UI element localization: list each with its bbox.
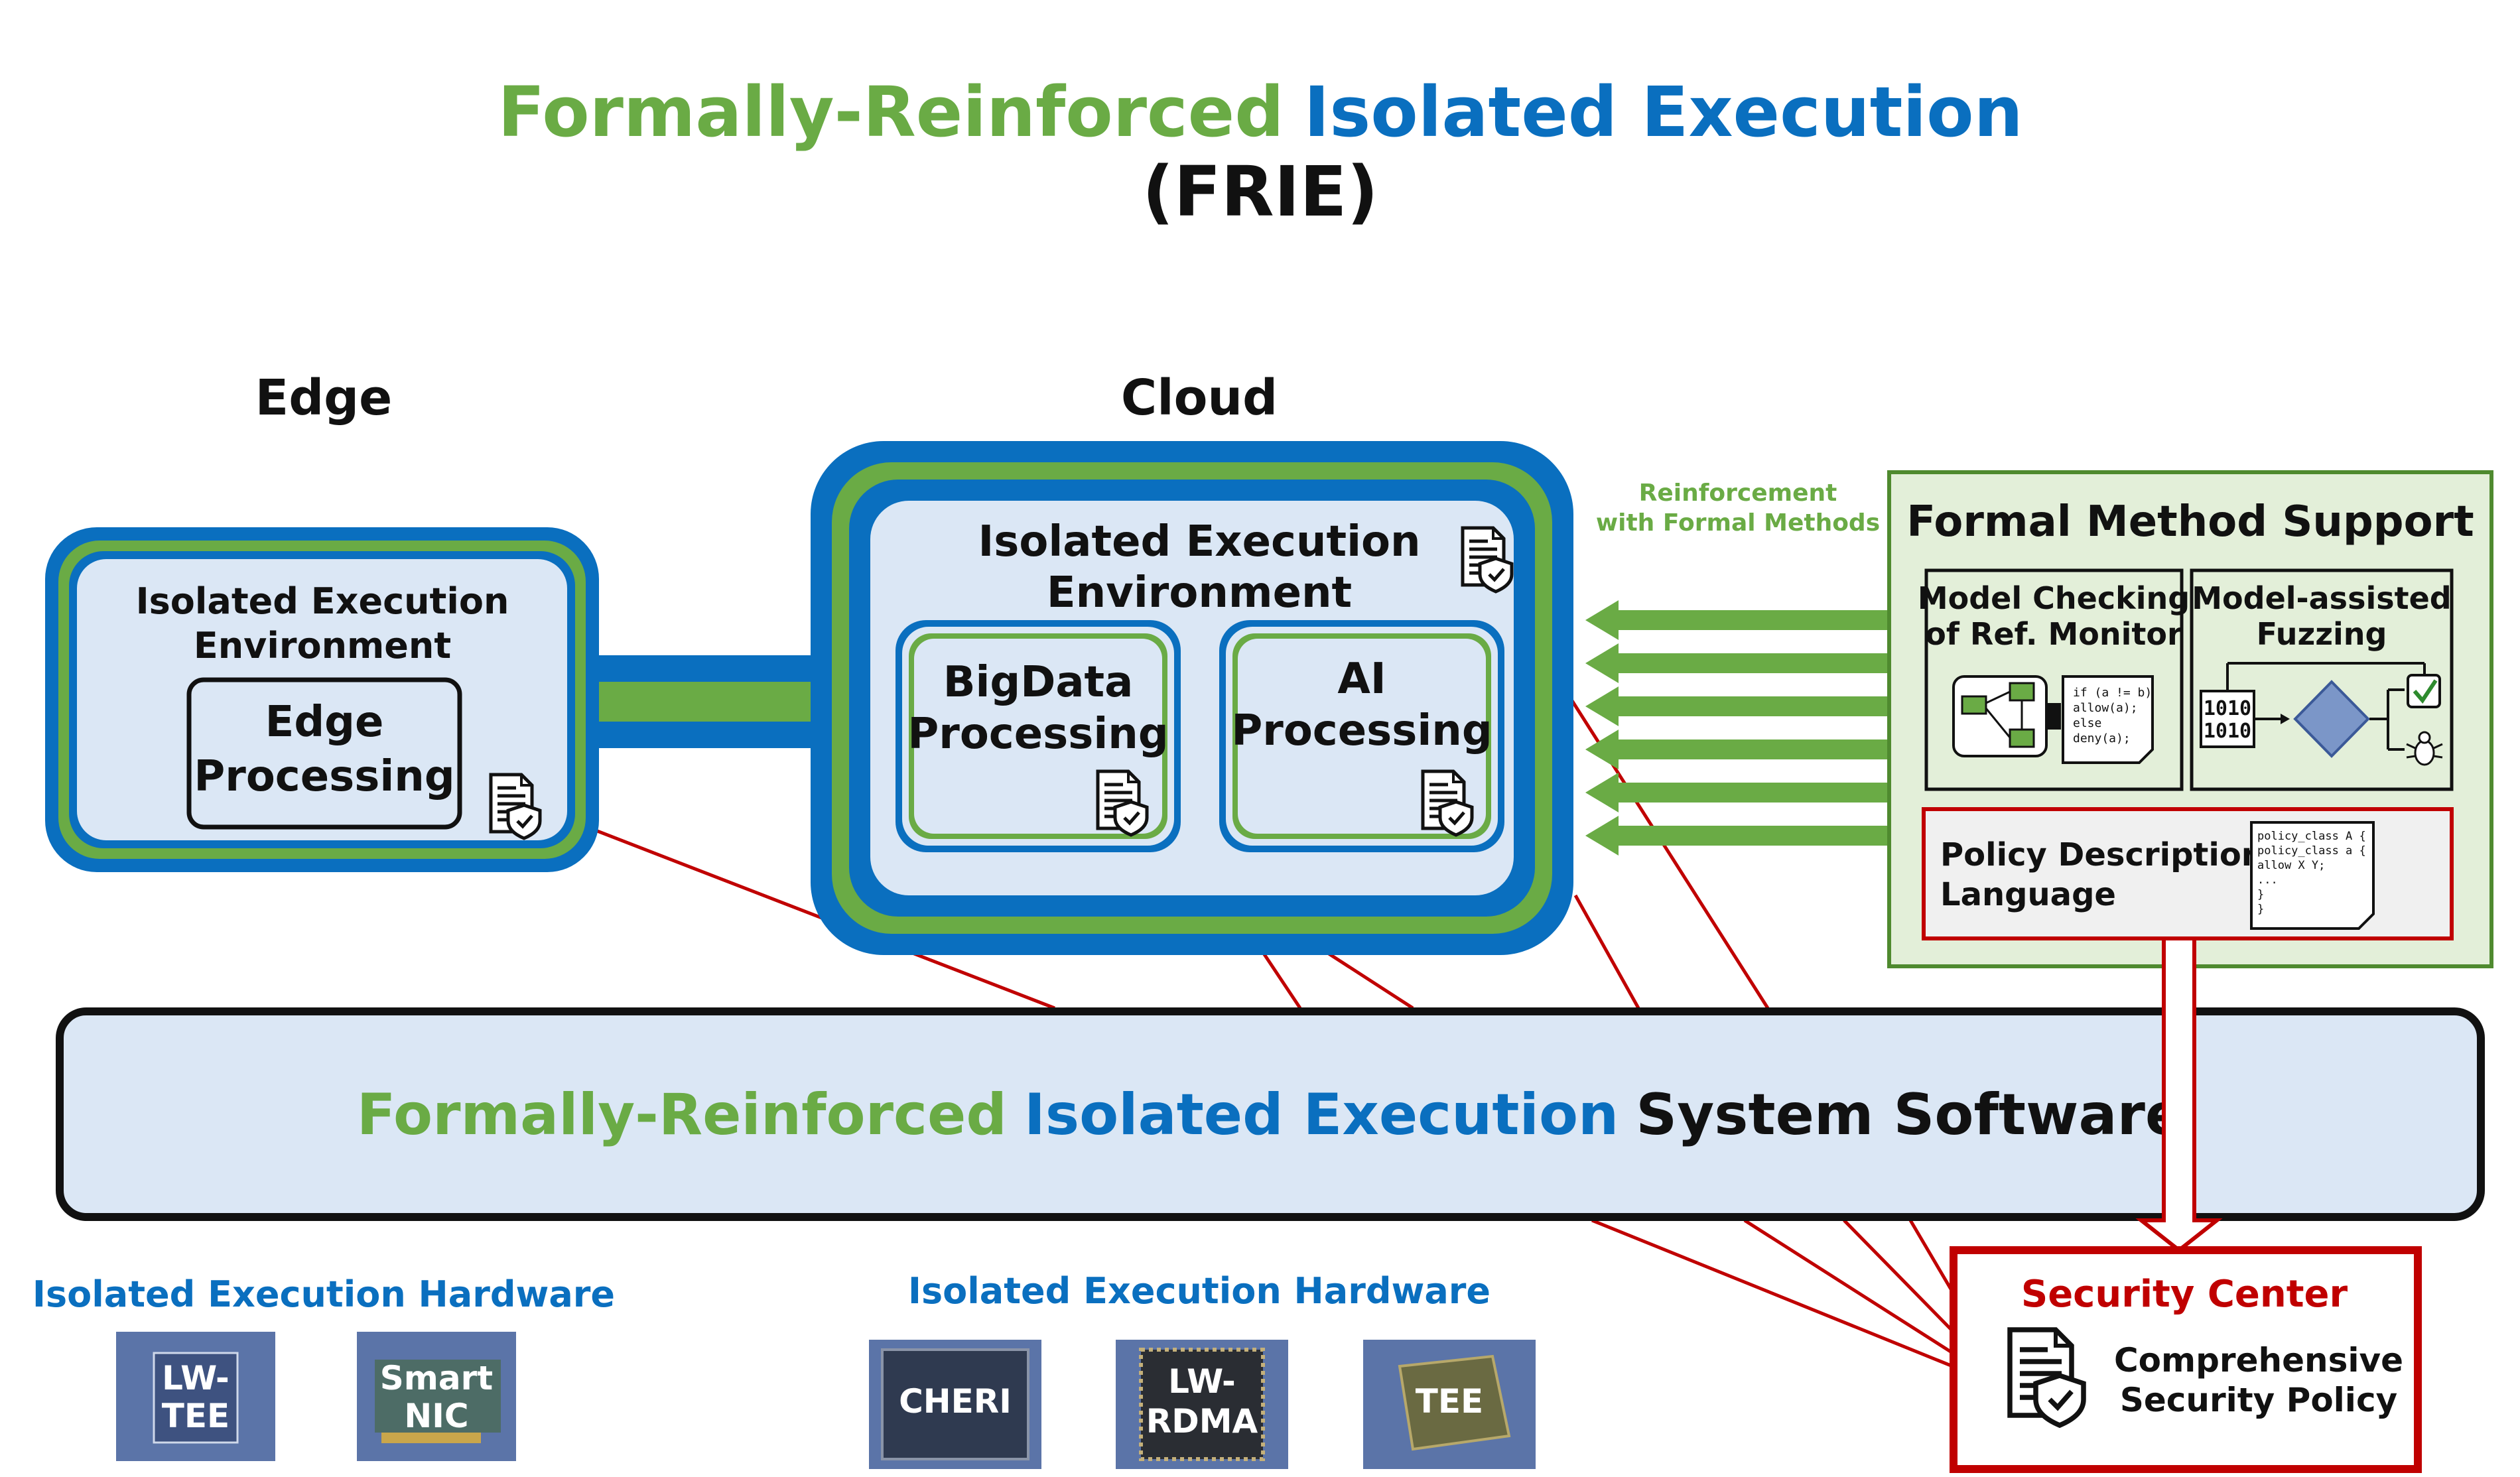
edge-processing-label-1: Edge — [265, 698, 384, 747]
policy-code-line: } — [2257, 903, 2264, 916]
title-acronym: (FRIE) — [1142, 151, 1378, 232]
code-line: if (a != b) — [2073, 686, 2152, 700]
edge-processing-label-2: Processing — [194, 752, 454, 801]
edge-policy-doc-icon — [491, 775, 540, 838]
hw-tile-label: TEE — [162, 1397, 230, 1435]
edge-processing-box — [186, 677, 462, 830]
policy-code-icon: policy_class A { policy_class a { allow … — [2250, 821, 2375, 930]
cloud-heading: Cloud — [1121, 369, 1278, 426]
code-line: allow(a); — [2073, 701, 2138, 715]
code-line: deny(a); — [2073, 732, 2131, 745]
code-snippet-icon: if (a != b) allow(a); else deny(a); — [2062, 675, 2154, 764]
system-software-label: Formally-Reinforced Isolated Execution Sys… — [357, 1082, 2184, 1148]
model-checking-label-1: Model Checking — [1918, 580, 2190, 616]
security-policy-label-1: Comprehensive — [2114, 1341, 2403, 1380]
policy-description-label-2: Language — [1940, 876, 2116, 913]
check-icon — [2407, 674, 2441, 708]
policy-down-arrow — [2135, 936, 2223, 1253]
bits-line: 1010 — [2204, 697, 2251, 720]
policy-link-edge — [537, 806, 1055, 1010]
system-label-isolated: Isolated Execution — [1024, 1082, 1619, 1148]
policy-code-line: allow X Y; — [2257, 859, 2325, 872]
policy-description-label-1: Policy Description — [1940, 836, 2264, 873]
reinforcement-label-2: with Formal Methods — [1596, 509, 1880, 537]
ai-label-2: Processing — [1231, 706, 1492, 755]
reinforcement-arrow — [1585, 643, 1887, 683]
reinforcement-arrow — [1585, 773, 1887, 812]
policy-link-cloud-right — [1573, 894, 1640, 1009]
edge-hardware-label: Isolated Execution Hardware — [33, 1273, 615, 1315]
system-label-software: System Software — [1636, 1082, 2184, 1148]
reinforcement-arrow — [1585, 730, 1887, 769]
hw-tile-label: LW- — [162, 1359, 230, 1397]
hw-tile-label: Smart — [380, 1359, 493, 1397]
model-checking-label-2: of Ref. Monitor — [1925, 616, 2182, 652]
code-line: else — [2073, 716, 2101, 730]
system-label-formally: Formally-Reinforced — [357, 1082, 1007, 1148]
security-policy-label-2: Security Policy — [2120, 1381, 2397, 1419]
bug-icon — [2406, 731, 2443, 766]
hw-tile-label: LW- — [1168, 1362, 1236, 1401]
reinforcement-arrow — [1585, 686, 1887, 726]
fuzzing-flow-icon: 1010 1010 — [2200, 662, 2426, 758]
hw-tile-tee: TEE — [1363, 1340, 1536, 1469]
reinforcement-arrow — [1585, 600, 1887, 640]
formal-method-title: Formal Method Support — [1906, 497, 2474, 546]
policy-code-line: } — [2257, 888, 2264, 901]
hw-tile-lw-rdma: LW- RDMA — [1116, 1340, 1288, 1469]
bigdata-label-2: Processing — [907, 710, 1168, 759]
policy-code-line: policy_class A { — [2257, 830, 2366, 843]
hw-tile-cheri: CHERI — [869, 1340, 1041, 1469]
hw-tile-label: CHERI — [899, 1382, 1012, 1421]
state-machine-icon — [1952, 675, 2061, 757]
bits-line: 1010 — [2204, 720, 2251, 743]
edge-heading: Edge — [255, 369, 393, 426]
reinforcement-arrows — [1585, 600, 1887, 856]
cloud-iee-label-2: Environment — [1047, 568, 1352, 617]
cloud-iee-label-1: Isolated Execution — [978, 517, 1420, 566]
hw-tile-label: TEE — [1416, 1382, 1483, 1421]
edge-iee-label-2: Environment — [194, 625, 451, 667]
bigdata-policy-doc-icon — [1098, 771, 1147, 835]
policy-link-sys-1 — [1591, 1218, 2011, 1391]
comprehensive-policy-doc-icon — [2010, 1330, 2084, 1425]
fuzzing-label-1: Model-assisted — [2192, 580, 2451, 616]
hw-tile-lw-tee: LW- TEE — [116, 1332, 275, 1461]
bigdata-label-1: BigData — [943, 658, 1134, 707]
cloud-hardware-label: Isolated Execution Hardware — [908, 1270, 1491, 1312]
edge-iee-label-1: Isolated Execution — [136, 580, 509, 622]
hw-tile-label: RDMA — [1146, 1402, 1258, 1441]
policy-code-line: ... — [2257, 873, 2278, 887]
ai-policy-doc-icon — [1423, 771, 1472, 835]
hw-tile-label: NIC — [404, 1397, 468, 1435]
title-part-isolated: Isolated Execution — [1304, 72, 2023, 153]
ai-label-1: AI — [1337, 655, 1386, 704]
system-software-bar — [56, 1007, 2485, 1221]
reinforcement-arrow — [1585, 816, 1887, 856]
hw-tile-smart-nic: Smart NIC — [357, 1332, 516, 1461]
reinforcement-label-1: Reinforcement — [1639, 480, 1837, 507]
security-center-title: Security Center — [2021, 1273, 2348, 1316]
cloud-policy-doc-icon — [1463, 528, 1512, 592]
title-part-formally: Formally-Reinforced — [497, 72, 1284, 153]
fuzzing-label-2: Fuzzing — [2257, 616, 2387, 652]
policy-code-line: policy_class a { — [2257, 844, 2366, 858]
